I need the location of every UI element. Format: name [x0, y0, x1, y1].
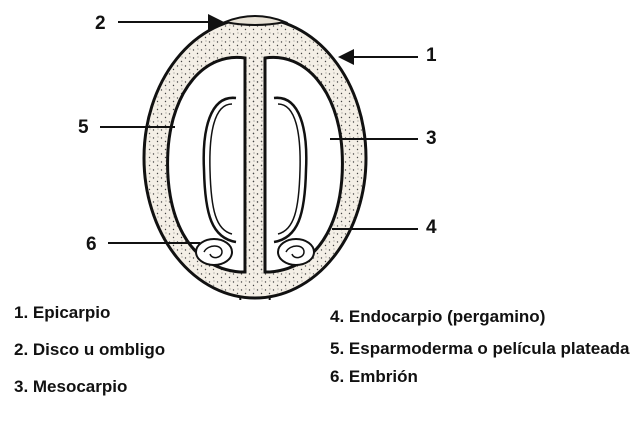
legend-right: 4. Endocarpio (pergamino) 5. Esparmoderm… — [330, 306, 630, 398]
callout-5: 5 — [78, 118, 89, 137]
legend-item-silver-skin: 5. Esparmoderma o película plateada — [330, 338, 630, 360]
central-wall — [245, 58, 265, 272]
legend-item-mesocarp: 3. Mesocarpio — [14, 376, 314, 413]
fruit-cross-section-drawing — [0, 0, 635, 300]
callout-6: 6 — [86, 235, 97, 254]
callout-2: 2 — [95, 14, 106, 33]
legend-item-endocarp: 4. Endocarpio (pergamino) — [330, 306, 630, 328]
embryo-left — [196, 239, 232, 265]
embryo-right — [278, 239, 314, 265]
callout-3: 3 — [426, 129, 437, 148]
callout-1: 1 — [426, 46, 437, 65]
legend-item-disc: 2. Disco u ombligo — [14, 339, 314, 376]
legend-item-epicarp: 1. Epicarpio — [14, 302, 314, 339]
legend-item-embryo: 6. Embrión — [330, 366, 630, 388]
callout-4: 4 — [426, 218, 437, 237]
legend-left: 1. Epicarpio 2. Disco u ombligo 3. Mesoc… — [14, 302, 314, 413]
disc-shape — [225, 16, 285, 25]
